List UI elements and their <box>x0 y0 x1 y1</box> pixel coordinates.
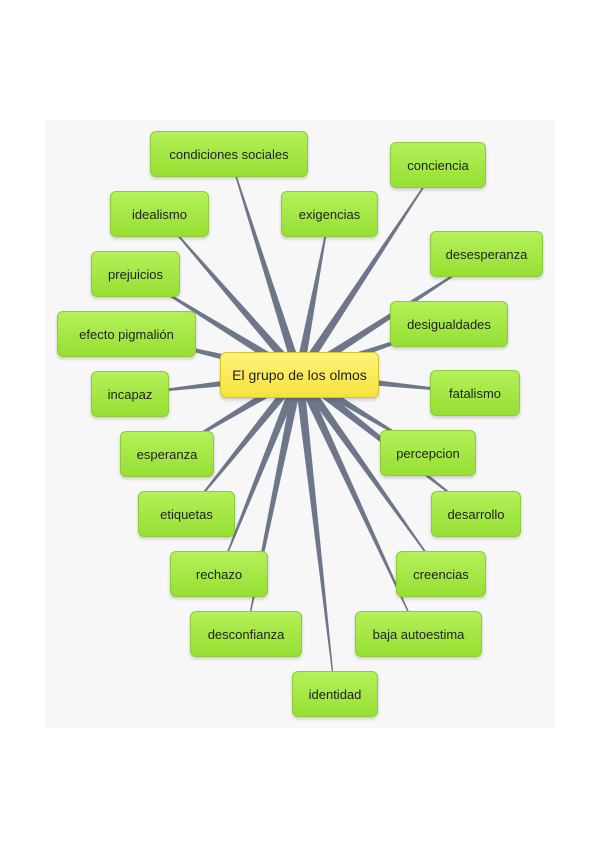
node-esperanza[interactable]: esperanza <box>120 431 214 477</box>
node-condiciones-sociales[interactable]: condiciones sociales <box>150 131 308 177</box>
connector-condiciones-sociales <box>228 153 304 377</box>
node-exigencias[interactable]: exigencias <box>281 191 378 237</box>
node-conciencia[interactable]: conciencia <box>390 142 486 188</box>
node-fatalismo[interactable]: fatalismo <box>430 370 520 416</box>
node-desesperanza[interactable]: desesperanza <box>430 231 543 277</box>
connector-idealismo <box>159 213 303 378</box>
node-prejuicios[interactable]: prejuicios <box>91 251 180 297</box>
connector-identidad <box>294 374 336 695</box>
connector-rechazo <box>218 373 304 575</box>
node-rechazo[interactable]: rechazo <box>170 551 268 597</box>
node-identidad[interactable]: identidad <box>292 671 378 717</box>
node-desarrollo[interactable]: desarrollo <box>431 491 521 537</box>
node-efecto-pigmalion[interactable]: efecto pigmalión <box>57 311 196 357</box>
connector-baja-autoestima <box>294 373 419 635</box>
node-desigualdades[interactable]: desigualdades <box>390 301 508 347</box>
connector-exigencias <box>294 213 330 376</box>
connector-conciencia <box>295 164 439 378</box>
node-incapaz[interactable]: incapaz <box>91 371 169 417</box>
node-baja-autoestima[interactable]: baja autoestima <box>355 611 482 657</box>
connector-etiquetas <box>186 372 303 515</box>
node-idealismo[interactable]: idealismo <box>110 191 209 237</box>
connector-creencias <box>295 372 442 575</box>
node-percepcion[interactable]: percepcion <box>380 430 476 476</box>
node-etiquetas[interactable]: etiquetas <box>138 491 235 537</box>
node-center[interactable]: El grupo de los olmos <box>220 352 379 398</box>
node-desconfianza[interactable]: desconfianza <box>190 611 302 657</box>
node-creencias[interactable]: creencias <box>396 551 486 597</box>
